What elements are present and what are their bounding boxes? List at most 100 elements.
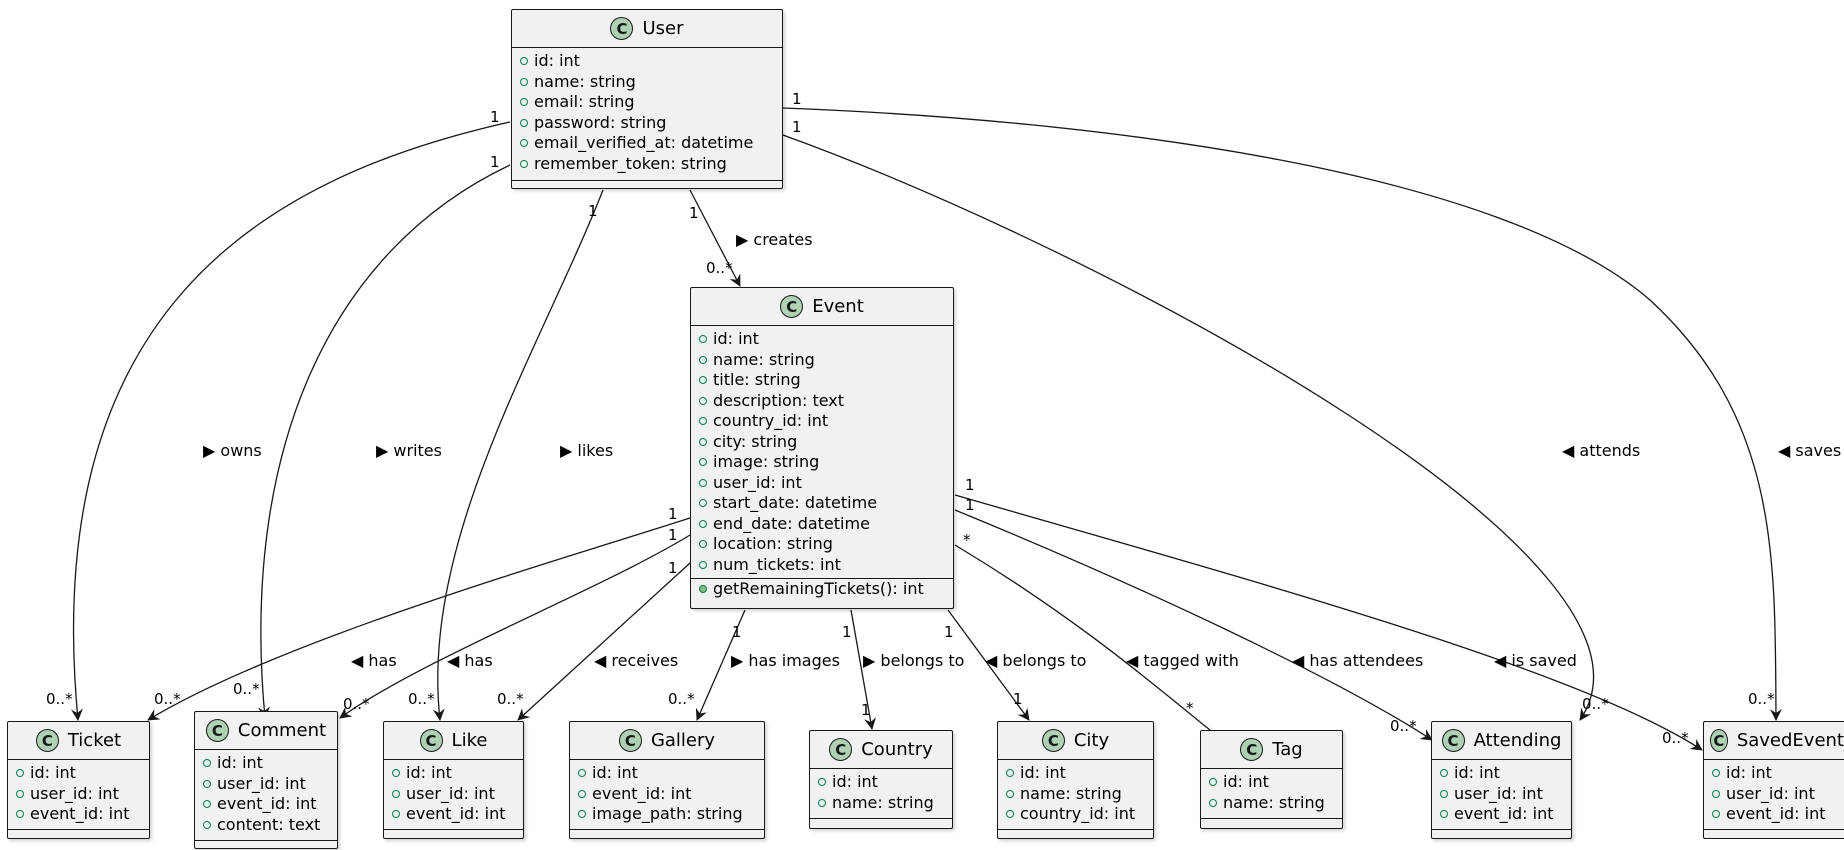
attribute-list: id: int name: string title: string descr… xyxy=(691,326,953,575)
attribute: event_id: int xyxy=(1704,804,1844,825)
multiplicity-label: 1 xyxy=(1013,690,1023,708)
public-visibility-icon xyxy=(699,560,707,569)
method-separator xyxy=(1432,829,1571,830)
edge-event-belongs-to-city xyxy=(947,609,1030,721)
edge-label: ◀ attends xyxy=(1562,441,1640,460)
attribute-list: id: int user_id: int event_id: int xyxy=(1704,760,1844,825)
class-ticket[interactable]: C Ticket id: int user_id: int event_id: … xyxy=(7,721,150,839)
class-icon: C xyxy=(1240,738,1264,761)
class-city[interactable]: C City id: int name: string country_id: … xyxy=(997,721,1154,839)
class-name: SavedEvent xyxy=(1736,730,1844,751)
public-visibility-icon xyxy=(699,540,707,549)
public-visibility-icon xyxy=(520,118,528,127)
edge-event-is-saved-savedevent xyxy=(954,494,1703,751)
multiplicity-label: 1 xyxy=(490,153,500,171)
attribute: user_id: int xyxy=(691,473,953,494)
multiplicity-label: 1 xyxy=(490,108,500,126)
class-header: C Country xyxy=(810,731,952,769)
public-visibility-icon xyxy=(578,810,586,819)
public-visibility-icon xyxy=(520,77,528,86)
attribute: user_id: int xyxy=(1704,784,1844,805)
attribute: id: int xyxy=(1432,763,1571,784)
class-icon: C xyxy=(35,729,59,752)
class-icon: C xyxy=(419,729,443,752)
public-visibility-icon xyxy=(699,499,707,508)
public-visibility-icon xyxy=(578,789,586,798)
edge-event-has-comment xyxy=(339,534,691,719)
attribute: id: int xyxy=(384,763,523,784)
multiplicity-label: 0..* xyxy=(497,690,524,708)
public-visibility-icon xyxy=(1712,789,1720,798)
class-name: User xyxy=(642,18,684,39)
multiplicity-label: * xyxy=(1186,699,1194,717)
edge-event-has-attendees-attending xyxy=(954,509,1433,741)
edge-label: ◀ has attendees xyxy=(1292,651,1423,670)
multiplicity-label: 1 xyxy=(842,623,852,641)
public-visibility-icon xyxy=(1209,778,1217,787)
attribute: title: string xyxy=(691,370,953,391)
class-name: City xyxy=(1073,730,1110,751)
public-visibility-icon xyxy=(699,519,707,528)
multiplicity-label: 1 xyxy=(689,204,699,222)
class-user[interactable]: C User id: int name: string email: strin… xyxy=(511,9,783,189)
edge-event-belongs-to-country xyxy=(850,609,876,730)
public-visibility-icon xyxy=(1006,810,1014,819)
attribute: event_id: int xyxy=(384,804,523,825)
class-event[interactable]: C Event id: int name: string title: stri… xyxy=(690,287,954,609)
class-icon: C xyxy=(205,719,229,742)
method-separator xyxy=(998,829,1153,830)
attribute: email_verified_at: datetime xyxy=(512,133,782,154)
class-name: Gallery xyxy=(650,730,716,751)
public-visibility-icon xyxy=(392,810,400,819)
edge-user-writes-comment xyxy=(258,164,511,719)
public-visibility-icon xyxy=(203,779,211,788)
method-separator xyxy=(570,829,764,830)
public-visibility-icon xyxy=(578,769,586,778)
class-icon: C xyxy=(780,295,804,318)
class-name: Tag xyxy=(1272,739,1303,760)
public-visibility-icon xyxy=(818,778,826,787)
edge-label: ◀ saves xyxy=(1778,441,1841,460)
public-visibility-icon xyxy=(520,159,528,168)
attribute-list: id: int name: string xyxy=(1201,769,1342,813)
edge-label: ▶ creates xyxy=(736,230,813,249)
attribute: user_id: int xyxy=(8,784,149,805)
public-visibility-icon xyxy=(1712,769,1720,778)
attribute: id: int xyxy=(691,329,953,350)
multiplicity-label: * xyxy=(963,531,971,549)
class-attending[interactable]: C Attending id: int user_id: int event_i… xyxy=(1431,721,1572,839)
attribute: num_tickets: int xyxy=(691,555,953,576)
public-visibility-icon xyxy=(699,437,707,446)
edge-label: ▶ owns xyxy=(203,441,262,460)
class-gallery[interactable]: C Gallery id: int event_id: int image_pa… xyxy=(569,721,765,839)
public-visibility-icon xyxy=(1440,810,1448,819)
class-tag[interactable]: C Tag id: int name: string xyxy=(1200,730,1343,829)
class-header: C SavedEvent xyxy=(1704,722,1844,760)
method: getRemainingTickets(): int xyxy=(691,579,953,600)
attribute: country_id: int xyxy=(998,804,1153,825)
attribute: remember_token: string xyxy=(512,154,782,175)
attribute: id: int xyxy=(512,51,782,72)
public-visibility-icon xyxy=(699,417,707,426)
edge-label: ◀ has xyxy=(351,651,397,670)
class-header: C Ticket xyxy=(8,722,149,760)
class-like[interactable]: C Like id: int user_id: int event_id: in… xyxy=(383,721,524,839)
attribute: password: string xyxy=(512,113,782,134)
class-country[interactable]: C Country id: int name: string xyxy=(809,730,953,829)
class-comment[interactable]: C Comment id: int user_id: int event_id:… xyxy=(194,711,338,849)
public-visibility-icon xyxy=(699,376,707,385)
method-separator xyxy=(1704,829,1844,830)
class-name: Comment xyxy=(237,720,327,741)
multiplicity-label: 0..* xyxy=(1662,729,1689,747)
edge-user-saves-savedevent xyxy=(782,107,1782,721)
multiplicity-label: 0..* xyxy=(154,690,181,708)
edge-label: ▶ likes xyxy=(560,441,613,460)
attribute: name: string xyxy=(810,793,952,814)
public-visibility-icon xyxy=(1440,769,1448,778)
attribute: name: string xyxy=(1201,793,1342,814)
class-savedevent[interactable]: C SavedEvent id: int user_id: int event_… xyxy=(1703,721,1844,839)
multiplicity-label: 1 xyxy=(792,90,802,108)
edge-label: ▶ has images xyxy=(731,651,840,670)
public-visibility-icon xyxy=(16,810,24,819)
method-separator xyxy=(810,818,952,819)
